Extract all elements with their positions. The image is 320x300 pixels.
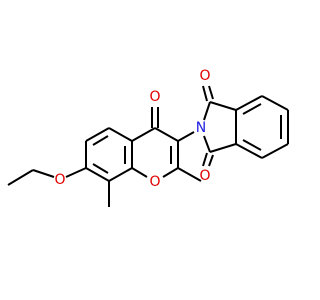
bond-n-c3	[203, 135, 211, 153]
bond-imide-co-top-a	[202, 85, 208, 102]
bond-benzo-double-a	[92, 135, 109, 146]
benzo-ring	[85, 127, 133, 207]
bond-imide-co-bottom-b	[208, 154, 214, 167]
bond-o-aryl	[65, 167, 87, 178]
atom-imide-oxygen-top: O	[199, 68, 210, 84]
atom-imide-oxygen-bottom: O	[199, 168, 210, 184]
bond-o1-c8a	[131, 167, 148, 178]
bond-n-c1	[203, 101, 211, 121]
atom-ketone-oxygen: O	[149, 89, 160, 105]
molecule-structure: O O O N O O	[7, 68, 289, 207]
bond-imide-co-bottom-a	[202, 152, 208, 167]
bond-c3-c7a	[209, 143, 237, 153]
atom-labels: O O O N O O	[54, 68, 210, 190]
bond-imide-co-top-b	[208, 85, 214, 100]
bond-phth-double-c	[242, 139, 262, 151]
bond-phth-1	[235, 95, 263, 111]
atom-ether-oxygen: O	[54, 172, 65, 188]
bond-c2-o1	[162, 167, 179, 178]
bond-benzo-6	[85, 167, 110, 182]
bond-benzo-5	[108, 167, 133, 182]
ethoxy-group	[7, 167, 87, 186]
pyranone-ring	[131, 107, 202, 182]
bond-phth-4	[261, 143, 289, 159]
bond-c4a-c4	[131, 127, 156, 142]
bond-methyl-c2	[177, 167, 202, 182]
bond-c3-n	[177, 131, 195, 142]
atom-imide-nitrogen: N	[196, 120, 206, 136]
bond-ethyl-c1-c2	[7, 169, 34, 186]
atom-ring-oxygen: O	[149, 174, 160, 190]
bond-phth-2	[261, 95, 289, 111]
bond-benzo-3	[108, 127, 133, 142]
bond-phth-5	[235, 143, 263, 159]
bond-c1-c3a	[209, 101, 237, 111]
bond-benzo-double-c	[92, 163, 109, 174]
bond-ethyl-c2-o	[32, 169, 55, 178]
bond-phth-double-a	[242, 103, 262, 115]
phthalimide-group	[202, 85, 289, 167]
bond-c4-c3	[154, 127, 179, 142]
bond-benzo-2	[85, 127, 110, 142]
